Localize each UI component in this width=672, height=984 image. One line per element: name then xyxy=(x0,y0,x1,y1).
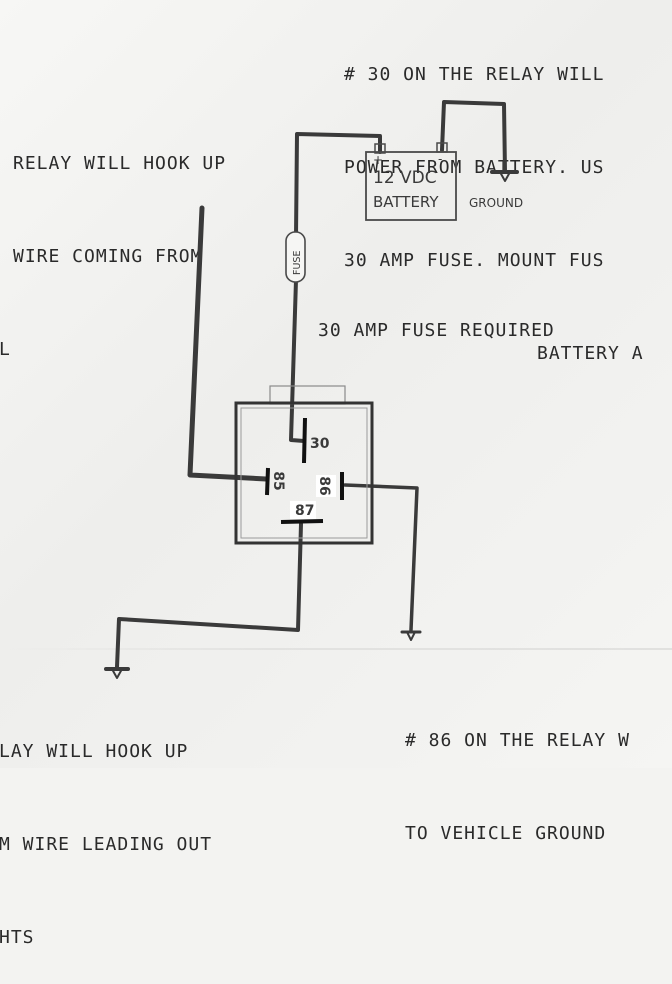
note-fuse-required: 30 AMP FUSE REQUIRED xyxy=(318,253,555,377)
note-line: RELAY WILL HOOK UP xyxy=(13,153,227,174)
note-line: LAY WILL HOOK UP xyxy=(0,741,189,762)
battery-positive-terminal xyxy=(374,143,386,154)
pin-87-label-bg xyxy=(290,501,316,519)
fuse: FUSE xyxy=(285,231,306,283)
ground-label: GROUND xyxy=(469,196,523,210)
relay-body xyxy=(234,401,374,545)
fuse-label: FUSE xyxy=(292,251,303,275)
wire-battery-to-ground xyxy=(440,100,507,174)
relay-terminal-85 xyxy=(265,467,270,496)
note-line: WIRE COMING FROM xyxy=(13,246,203,267)
note-line: 30 AMP FUSE. MOUNT FUS xyxy=(344,250,605,271)
paper-fold xyxy=(0,648,672,650)
pin-86-label: 86 xyxy=(316,476,332,495)
battery-minus-sign: - xyxy=(438,152,442,166)
ground-tick xyxy=(406,631,416,641)
pin-87-label: 87 xyxy=(295,503,314,519)
battery-plus-sign: + xyxy=(373,153,383,167)
paper-background xyxy=(0,0,672,768)
battery: + - 12 VDC BATTERY xyxy=(365,142,457,221)
battery-negative-terminal xyxy=(436,142,448,153)
note-line: 30 AMP FUSE REQUIRED xyxy=(318,320,555,341)
battery-voltage: 12 VDC xyxy=(373,168,437,188)
wire-pin85 xyxy=(187,205,269,482)
note-line: L xyxy=(0,339,11,360)
note-line: # 30 ON THE RELAY WILL xyxy=(344,64,605,85)
note-line: TO VEHICLE GROUND xyxy=(405,823,607,844)
pin-86-label-bg xyxy=(316,475,336,497)
note-pin85-instructions: RELAY WILL HOOK UP WIRE COMING FROM L xyxy=(0,86,226,396)
relay: 30 85 86 87 xyxy=(234,385,374,545)
relay-terminal-30 xyxy=(302,417,307,464)
wire-pin87 xyxy=(115,522,303,669)
wire-pin86 xyxy=(343,483,419,632)
note-pin30-instructions: # 30 ON THE RELAY WILL POWER FROM BATTER… xyxy=(344,0,644,400)
wiring-diagram: + - 12 VDC BATTERY GROUND FUSE 30 85 86 … xyxy=(104,100,523,679)
battery-label: BATTERY xyxy=(373,193,439,211)
relay-inner-outline xyxy=(240,407,368,539)
note-line: HTS xyxy=(0,927,35,948)
battery-outline xyxy=(365,151,457,221)
pin-30-label: 30 xyxy=(310,436,330,452)
ground-tick xyxy=(499,171,511,182)
pin-85-label: 85 xyxy=(270,471,286,490)
fuse-body xyxy=(285,231,306,283)
ground-tick xyxy=(111,668,123,679)
note-line: M WIRE LEADING OUT xyxy=(0,834,213,855)
note-line: BATTERY A xyxy=(537,343,644,364)
relay-mounting-tab xyxy=(269,385,346,405)
relay-terminal-87 xyxy=(280,519,324,524)
note-line: # 86 ON THE RELAY W xyxy=(405,730,630,751)
wire-fuse-to-pin30 xyxy=(289,278,306,443)
